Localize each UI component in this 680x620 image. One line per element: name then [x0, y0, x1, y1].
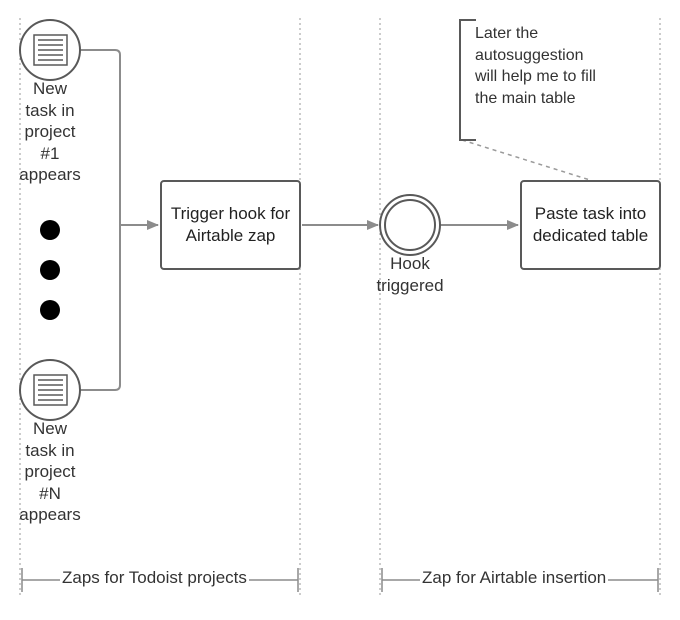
- ellipsis-dot: [40, 260, 60, 280]
- ellipsis-dot: [40, 300, 60, 320]
- annotation-text: Later the autosuggestion will help me to…: [475, 25, 596, 107]
- start-event-1-label: New task in project #1 appears: [19, 79, 81, 184]
- start-event-n-label: New task in project #N appears: [19, 419, 81, 524]
- lane-1-label: Zaps for Todoist projects: [60, 568, 249, 588]
- ellipsis-dots: [40, 220, 60, 320]
- task-trigger-hook: Trigger hook for Airtable zap: [160, 180, 301, 270]
- connector-start-n-to-trigger: [80, 225, 121, 391]
- intermediate-event-hook: [379, 194, 441, 256]
- annotation-bracket: [459, 19, 476, 141]
- document-lines-icon: [33, 374, 68, 406]
- document-lines-icon: [33, 34, 68, 66]
- annotation-association-line: [461, 139, 591, 181]
- task-paste-into-table: Paste task into dedicated table: [520, 180, 661, 270]
- lane-boundaries: [19, 18, 661, 596]
- ellipsis-dot: [40, 220, 60, 240]
- start-event-n: [19, 359, 81, 421]
- start-event-1: [19, 19, 81, 81]
- connector-start-1-to-trigger: [80, 49, 159, 230]
- hook-event-label: Hook triggered: [376, 254, 444, 295]
- lane-2-label: Zap for Airtable insertion: [420, 568, 609, 588]
